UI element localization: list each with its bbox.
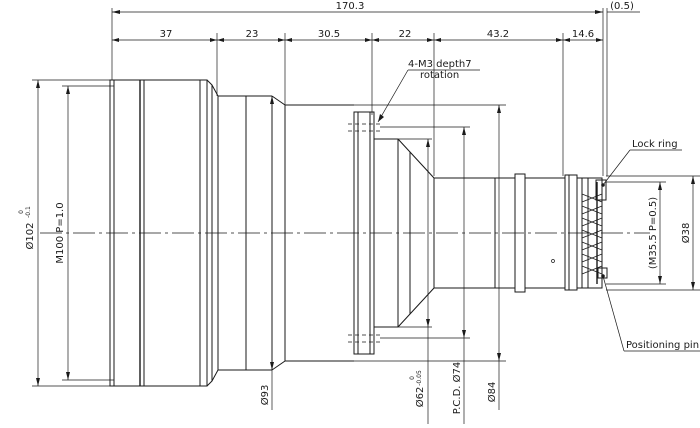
segment-length-4: 22 — [399, 29, 412, 40]
segment-length-3: 30.5 — [318, 29, 340, 40]
diameter-84-label: Ø84 — [486, 382, 498, 403]
lock-ring-label: Lock ring — [632, 139, 678, 150]
diameter-93-label: Ø93 — [259, 385, 271, 406]
left-dimensions: Ø102 0 -0.1 M100 P=1.0 — [18, 79, 114, 387]
diameter-62-tol-lower: -0.05 — [416, 370, 423, 386]
overall-length-label: 170.3 — [336, 1, 365, 12]
callouts: 4-M3 depth7 rotation Lock ring Positioni… — [377, 59, 700, 352]
segment-length-1: 37 — [160, 29, 173, 40]
tapped-holes-rotation-label: rotation — [420, 70, 459, 81]
segment-length-6: 14.6 — [572, 29, 594, 40]
diameter-38-label: Ø38 — [680, 223, 692, 244]
filter-thread-label: M100 P=1.0 — [55, 202, 66, 263]
diameter-102-tol-upper: 0 — [18, 210, 25, 214]
diameter-102-tol-lower: -0.1 — [25, 206, 32, 218]
pcd-74-label: P.C.D. Ø74 — [451, 362, 463, 414]
back-offset-label: (0.5) — [610, 1, 634, 12]
diameter-62-label: Ø62 — [414, 387, 426, 408]
diameter-62-tol-upper: 0 — [409, 376, 416, 380]
tapped-holes-label: 4-M3 depth7 — [408, 59, 472, 70]
right-dimensions: (M35.5 P=0.5) Ø38 — [606, 175, 700, 291]
bottom-dimensions: Ø93 Ø62 0 -0.05 P.C.D. Ø74 — [259, 96, 506, 424]
mount-thread-label: (M35.5 P=0.5) — [648, 197, 659, 269]
segment-length-2: 23 — [246, 29, 259, 40]
segment-length-5: 43.2 — [487, 29, 509, 40]
top-dimensions: 170.3 (0.5) 37 23 30.5 22 43.2 14.6 — [111, 1, 640, 176]
diameter-102-label: Ø102 — [24, 223, 36, 250]
positioning-pin-label: Positioning pin — [626, 340, 699, 351]
